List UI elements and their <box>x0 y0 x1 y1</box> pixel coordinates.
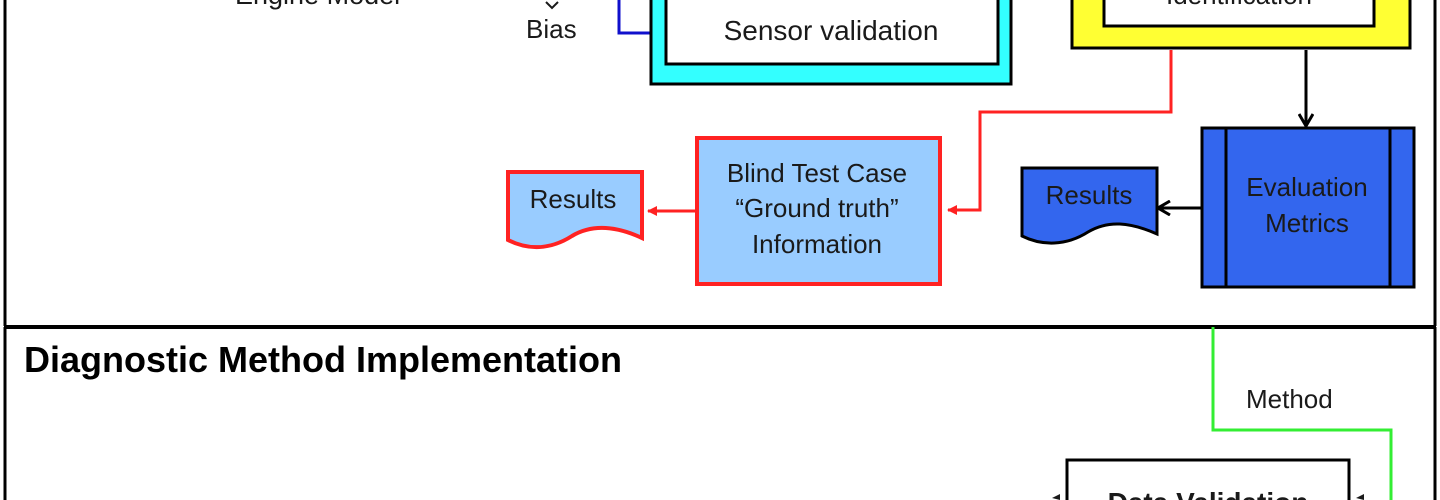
sensor-validation-box: Sensor validation <box>649 0 1013 86</box>
results-document-blue: Results <box>1020 166 1159 245</box>
identification-label: Identification <box>1166 0 1312 10</box>
identification-to-blindtest-connector <box>947 50 1173 215</box>
method-connector <box>1211 327 1393 500</box>
sensor-validation-label: Sensor validation <box>724 15 939 46</box>
data-validation-right-stub <box>1356 494 1364 500</box>
blind-test-line3: Information <box>752 229 882 259</box>
results-blue-label: Results <box>1046 180 1133 210</box>
engine-model-label: Engine Model <box>235 0 400 10</box>
blind-test-line2: “Ground truth” <box>735 193 898 223</box>
results-red-label: Results <box>530 184 617 214</box>
evaluation-line1: Evaluation <box>1246 172 1367 202</box>
data-validation-box: Data Validation <box>1065 458 1351 500</box>
lower-section-frame <box>3 327 1437 500</box>
evaluation-line2: Metrics <box>1265 208 1349 238</box>
bias-connector <box>617 0 661 38</box>
blind-test-line1: Blind Test Case <box>727 158 907 188</box>
bias-arrow-stub <box>545 1 559 10</box>
evaluation-metrics-box: Evaluation Metrics <box>1200 126 1416 289</box>
bias-label: Bias <box>526 14 577 44</box>
data-validation-left-stub <box>1052 494 1060 500</box>
data-validation-label: Data Validation <box>1108 487 1309 500</box>
identification-box: Identification <box>1070 0 1412 50</box>
upper-section-frame <box>3 0 1437 326</box>
results-document-red: Results <box>506 170 644 250</box>
method-label: Method <box>1246 384 1333 414</box>
section-title: Diagnostic Method Implementation <box>24 339 622 380</box>
blind-test-case-box: Blind Test Case “Ground truth” Informati… <box>695 136 942 286</box>
